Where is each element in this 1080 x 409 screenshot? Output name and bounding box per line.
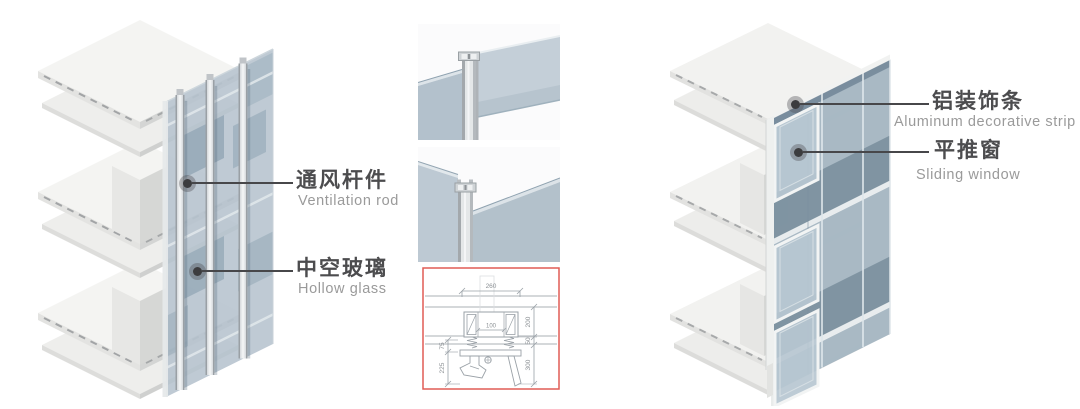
- spandrel-panel: [773, 135, 890, 239]
- callout-dot-aluminum-strip: [790, 99, 800, 109]
- label-hollow-glass-en: Hollow glass: [298, 281, 387, 297]
- callout-dot-ventilation-rod: [182, 178, 192, 188]
- ventilation-rod: [205, 74, 218, 375]
- callout-line-aluminum-strip: [800, 103, 929, 105]
- profile-detail-bottom: [418, 147, 560, 262]
- label-hollow-glass-zh: 中空玻璃: [296, 257, 388, 280]
- dim-label-100: 100: [486, 324, 497, 330]
- aluminum-profile: [454, 179, 477, 262]
- aluminum-decorative-strip: [773, 54, 890, 119]
- dim-label-225: 225: [439, 362, 446, 373]
- dim-label-75: 75: [439, 342, 446, 350]
- label-sliding-window-zh: 平推窗: [934, 139, 1003, 162]
- dim-label-300: 300: [525, 359, 532, 370]
- dim-inner-width: [475, 327, 507, 333]
- support-column: [112, 287, 168, 365]
- callout-line-sliding-window: [803, 151, 929, 153]
- glass-pane-right: [472, 177, 560, 262]
- glass-pane-left: [418, 161, 459, 262]
- ventilation-rod: [238, 57, 251, 359]
- profile-section: [463, 311, 519, 338]
- left-isometric-figure: [38, 20, 274, 399]
- glass-pane-right: [467, 35, 560, 120]
- gasket-springs: [466, 336, 515, 349]
- dim-label-200: 200: [525, 316, 532, 327]
- glass-pane-left: [418, 69, 463, 140]
- dim-right-chain: [518, 303, 538, 388]
- sill-assembly: [459, 349, 522, 387]
- label-sliding-window-en: Sliding window: [916, 167, 1021, 183]
- corner-beam: [765, 116, 774, 398]
- label-aluminum-strip-zh: 铝装饰条: [932, 90, 1024, 113]
- dim-label-50: 50: [525, 337, 532, 345]
- section-drawing: 260 100: [422, 267, 560, 390]
- callout-dot-sliding-window: [793, 147, 803, 157]
- ventilation-rods: [175, 57, 251, 390]
- label-aluminum-strip-en: Aluminum decorative strip: [894, 114, 1076, 130]
- callout-line-ventilation-rod: [192, 182, 293, 184]
- label-ventilation-rod-en: Ventilation rod: [298, 193, 399, 209]
- right-isometric-figure: [670, 23, 891, 406]
- dim-top-width: [458, 287, 524, 297]
- support-column: [112, 166, 168, 244]
- label-ventilation-rod-zh: 通风杆件: [296, 169, 388, 192]
- dim-left-chain: [444, 336, 460, 388]
- aluminum-profile: [458, 51, 480, 140]
- callout-dot-hollow-glass: [192, 266, 202, 276]
- dim-label-260: 260: [486, 283, 497, 290]
- callout-line-hollow-glass: [202, 270, 293, 272]
- ventilation-rod: [175, 89, 188, 390]
- profile-detail-top: [418, 24, 560, 140]
